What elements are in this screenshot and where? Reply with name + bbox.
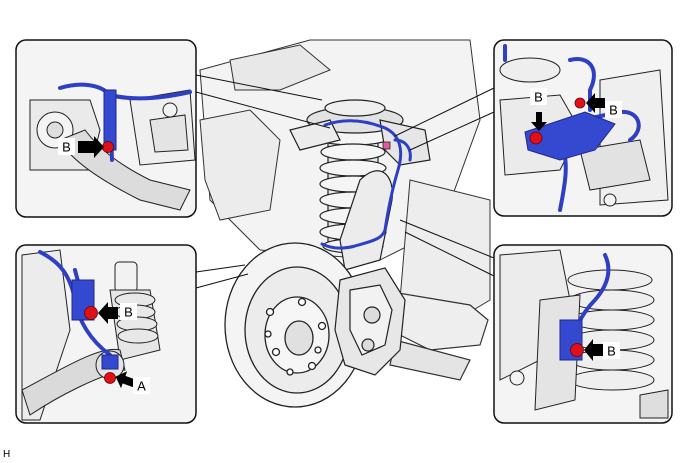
lower-control-arm <box>379 289 489 381</box>
callout-label: B <box>607 344 616 359</box>
bolt-icon <box>574 97 586 109</box>
brake-hose-main <box>320 119 412 250</box>
arrow-pointer-icon <box>98 302 118 324</box>
arrow-pointer-icon <box>584 339 603 361</box>
brake-caliper <box>334 267 406 376</box>
arrow-pointer-icon <box>531 112 547 131</box>
callout-label: A <box>137 379 146 394</box>
arrow-pointer-icon <box>78 136 104 158</box>
brake-disc <box>224 242 366 408</box>
bolt-icon <box>104 372 116 384</box>
figure-id: H <box>3 449 11 460</box>
main-assembly <box>199 39 491 408</box>
callout-label: B <box>609 103 618 118</box>
bolt-icon <box>570 343 584 357</box>
callout-label: B <box>124 305 133 320</box>
arrow-pointer-icon <box>586 93 605 113</box>
bolt-icon <box>529 131 543 145</box>
inset-upper-right: B B <box>493 39 673 217</box>
callout-label: B <box>534 90 543 105</box>
inset-upper-left: B <box>15 39 197 218</box>
bolt-icon <box>84 306 98 320</box>
leader-lines <box>195 74 495 289</box>
callout-label: B <box>62 140 71 155</box>
arrow-pointer-icon <box>115 371 136 389</box>
inset-lower-right: B <box>493 244 673 424</box>
inset-lower-left: B A <box>15 244 197 424</box>
pink-fitting <box>382 141 391 150</box>
bolt-icon <box>102 141 114 153</box>
